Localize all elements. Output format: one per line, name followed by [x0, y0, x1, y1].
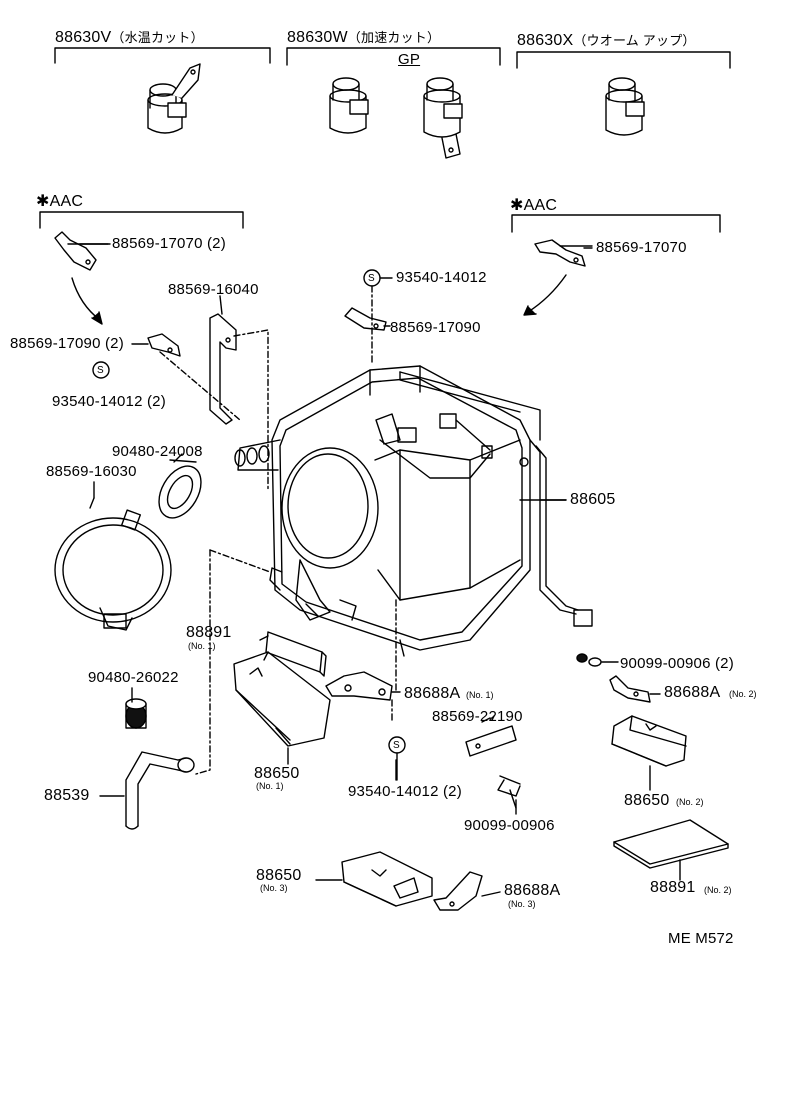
strap-88569-22190 — [465, 715, 517, 757]
note-88630w: （加速カット） — [347, 30, 441, 45]
bracket-88688a-no1 — [325, 671, 401, 701]
main-unit-88605 — [234, 365, 541, 657]
hose-88539 — [125, 751, 195, 830]
grommet-90480-24008 — [158, 453, 202, 519]
label-88569-17070: 88569-17070 — [596, 239, 687, 256]
stay-88569-17070-left — [54, 231, 111, 271]
label-88539: 88539 — [44, 787, 90, 804]
wire-harness-88605 — [529, 439, 593, 627]
label-93540-14012: 93540-14012 — [396, 269, 487, 286]
label-88891-no1: 88891 — [186, 624, 232, 641]
label-88650-no2: 88650 — [624, 792, 670, 809]
screw-90099-00906 — [497, 775, 521, 809]
grommet-90480-26022 — [125, 698, 147, 729]
label-88688a-no3: 88688A — [504, 882, 561, 899]
label-93540-14012-2-bottom: 93540-14012 (2) — [348, 783, 462, 800]
sublabel-88650-no3: (No. 3) — [260, 883, 288, 893]
stay-88569-17090-left — [131, 333, 181, 357]
label-88630x: 88630X（ウオーム アップ） — [517, 33, 696, 49]
label-88650-no3: 88650 — [256, 867, 302, 884]
arrow-right — [527, 274, 567, 313]
s-mark-text-bottom: S — [393, 740, 400, 751]
label-88688a-no2: 88688A — [664, 684, 721, 701]
bracket-aac-left — [39, 211, 244, 229]
stay-88569-17070-right — [534, 239, 593, 267]
stay-88569-17090-top — [344, 307, 391, 331]
bracket-88688a-no3 — [433, 871, 501, 911]
sublabel-88688a-no1: (No. 1) — [466, 690, 494, 700]
sublabel-88650-no2: (No. 2) — [676, 797, 704, 807]
label-90480-24008: 90480-24008 — [112, 443, 203, 460]
bracket-88688a-no2 — [609, 675, 661, 703]
band-88569-16030 — [54, 497, 172, 631]
s-mark-left — [92, 361, 110, 379]
label-90099-00906: 90099-00906 — [464, 817, 555, 834]
note-88630v: （水温カット） — [111, 30, 204, 45]
label-gp: GP — [398, 51, 421, 68]
ecu-88650-no3 — [315, 851, 433, 907]
arrow-left — [71, 277, 101, 321]
label-88650-no1: 88650 — [254, 765, 300, 782]
note-88630x: （ウオーム アップ） — [573, 33, 696, 48]
part-number-88630x: 88630X — [517, 32, 574, 49]
pad-88891-no1 — [265, 631, 327, 677]
sheet-88891-no2 — [613, 819, 729, 881]
label-88569-16030: 88569-16030 — [46, 463, 137, 480]
label-aac-left: ✱AAC — [36, 193, 84, 210]
diagram-code: ME M572 — [668, 930, 734, 947]
vsv-valve-88630x — [605, 77, 645, 136]
label-88569-17090: 88569-17090 — [390, 319, 481, 336]
screw-90099-00906-x2 — [576, 653, 619, 667]
sublabel-88688a-no2: (No. 2) — [729, 689, 757, 699]
label-93540-14012-2-left: 93540-14012 (2) — [52, 393, 166, 410]
bracket-88630v — [54, 47, 271, 64]
part-number-88630v: 88630V — [55, 29, 112, 46]
s-mark-bottom — [388, 736, 406, 781]
label-88688a-no1: 88688A — [404, 685, 461, 702]
part-number-88630w: 88630W — [287, 29, 348, 46]
label-88891-no2: 88891 — [650, 879, 696, 896]
sublabel-88650-no1: (No. 1) — [256, 781, 284, 791]
label-88630w: 88630W（加速カット） — [287, 30, 440, 46]
label-88569-16040: 88569-16040 — [168, 281, 259, 298]
s-mark-text-top: S — [368, 273, 375, 284]
ecu-88650-no2 — [611, 715, 687, 791]
sublabel-88688a-no3: (No. 3) — [508, 899, 536, 909]
vsv-valve-88630w-b — [423, 77, 463, 159]
ecu-88650-no1 — [233, 651, 331, 747]
label-88605: 88605 — [570, 491, 616, 508]
bracket-aac-right — [511, 214, 721, 233]
s-mark-text-left: S — [97, 365, 104, 376]
vsv-valve-88630w-a — [329, 77, 369, 134]
label-aac-right: ✱AAC — [510, 197, 558, 214]
s-mark-top — [363, 269, 393, 366]
sublabel-88891-no2: (No. 2) — [704, 885, 732, 895]
label-88569-17090-2: 88569-17090 (2) — [10, 335, 124, 352]
bracket-88630w — [286, 47, 501, 66]
label-90480-26022: 90480-26022 — [88, 669, 179, 686]
label-88569-22190: 88569-22190 — [432, 708, 523, 725]
label-90099-00906-2: 90099-00906 (2) — [620, 655, 734, 672]
label-88569-17070-2: 88569-17070 (2) — [112, 235, 226, 252]
vsv-valve-88630v — [147, 63, 201, 134]
label-88630v: 88630V（水温カット） — [55, 30, 204, 46]
stay-88569-16040 — [209, 295, 237, 425]
bracket-88630x — [516, 51, 731, 69]
sublabel-88891-no1: (No. 1) — [188, 641, 216, 651]
